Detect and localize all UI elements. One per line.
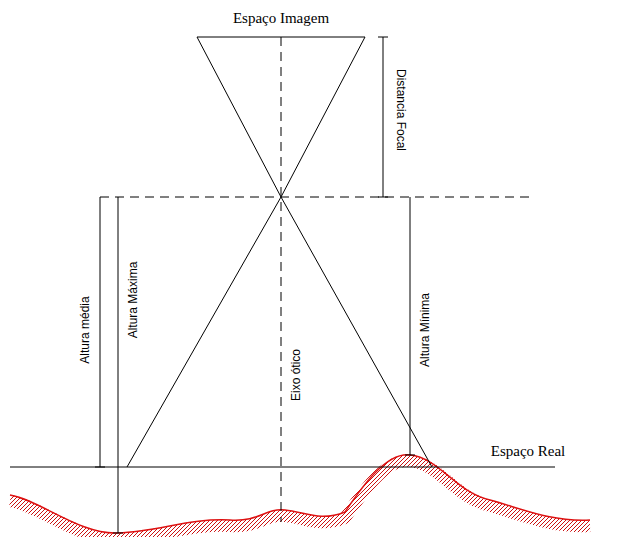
dimension-label: Altura média [79,296,91,363]
axis-label: Eixo ótico [290,349,302,401]
optical-axis [281,37,282,522]
space-label: Espaço Imagem [233,11,329,26]
ray [281,197,432,467]
space-label: Espaço Real [491,444,566,459]
height-dimension [118,197,119,533]
dimension-label: Distancia Focal [395,69,407,151]
dimension-label: Altura Máxima [127,262,139,339]
tick [378,197,388,198]
height-dimension [100,197,101,467]
tick [95,467,105,468]
flight-level [100,197,535,198]
terrain [10,455,590,537]
reference-plane [10,467,555,468]
ray [127,197,281,467]
focal-dimension [383,37,384,197]
ray [197,37,281,197]
tick [405,455,415,456]
height-dimension [410,197,411,455]
ray [281,37,365,197]
geometry-lines [10,37,555,533]
tick [113,533,123,534]
tick [378,37,388,38]
dimension-label: Altura Mínima [419,293,431,367]
